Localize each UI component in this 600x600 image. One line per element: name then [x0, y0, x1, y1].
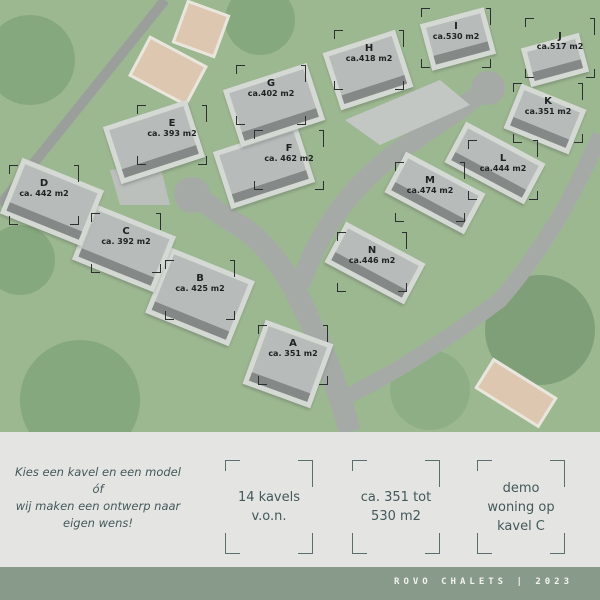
plot-area: ca. 425 m2 [175, 284, 225, 293]
plot-area: ca.530 m2 [432, 32, 480, 41]
tree-cluster [20, 340, 140, 432]
plot-area: ca.444 m2 [479, 164, 527, 173]
cul-de-sac-west [174, 177, 210, 213]
tree-cluster [0, 225, 55, 295]
plots-count-box: 14 kavels v.o.n. [225, 460, 313, 554]
plot-letter: K [544, 96, 552, 107]
footer: ROVO CHALETS | 2023 [0, 567, 600, 600]
plot-area: ca. 392 m2 [101, 237, 151, 246]
plot-letter: I [454, 21, 458, 32]
plot-area: ca. 462 m2 [264, 154, 314, 163]
box-line: 530 m2 [371, 509, 421, 524]
tagline: Kies een kavel en een model óf wij maken… [8, 464, 188, 532]
info-panel: Kies een kavel en een model óf wij maken… [0, 432, 600, 567]
plot-size-box: ca. 351 tot 530 m2 [352, 460, 440, 554]
plot-area: ca.402 m2 [247, 89, 295, 98]
box-line: woning op [487, 499, 555, 515]
tree-cluster [0, 15, 75, 105]
plot-area: ca. 442 m2 [19, 189, 69, 198]
brand-text: ROVO CHALETS | 2023 [394, 577, 573, 587]
road-east [346, 131, 600, 403]
tagline-line: wij maken een ontwerp naar [15, 499, 181, 513]
plot-letter: A [289, 338, 297, 349]
plot-letter: J [558, 31, 562, 42]
plot-letter: L [499, 153, 507, 164]
parking-area [345, 80, 470, 145]
plot-letter: B [196, 273, 204, 284]
plot-letter: N [367, 245, 377, 256]
plot-letter: G [266, 78, 276, 89]
main-road [182, 182, 361, 432]
tagline-line: eigen wens! [63, 516, 133, 530]
plot-area: ca. 393 m2 [147, 129, 197, 138]
tagline-line: óf [92, 482, 104, 496]
plot-letter: C [122, 226, 130, 237]
plot-area: ca.517 m2 [536, 42, 584, 51]
plot-area: ca.474 m2 [406, 186, 454, 195]
plot-letter: H [364, 43, 374, 54]
plot-area: ca. 351 m2 [268, 349, 318, 358]
box-line: v.o.n. [251, 509, 287, 524]
box-line: demo [502, 480, 540, 496]
plot-letter: M [425, 175, 435, 186]
plot-area: ca.351 m2 [524, 107, 572, 116]
plot-letter: F [285, 143, 293, 154]
plot-area: ca.446 m2 [348, 256, 396, 265]
cul-de-sac-east [471, 71, 505, 105]
box-line: kavel C [497, 518, 545, 534]
demo-house-box: demo woning op kavel C [477, 460, 565, 554]
plot-letter: E [168, 118, 176, 129]
tree-cluster [225, 0, 295, 55]
tree-cluster [485, 275, 595, 385]
plot-letter: D [39, 178, 49, 189]
box-line: ca. 351 tot [360, 490, 432, 505]
plot-area: ca.418 m2 [345, 54, 393, 63]
box-line: 14 kavels [237, 490, 301, 505]
tagline-line: Kies een kavel en een model [15, 465, 181, 479]
